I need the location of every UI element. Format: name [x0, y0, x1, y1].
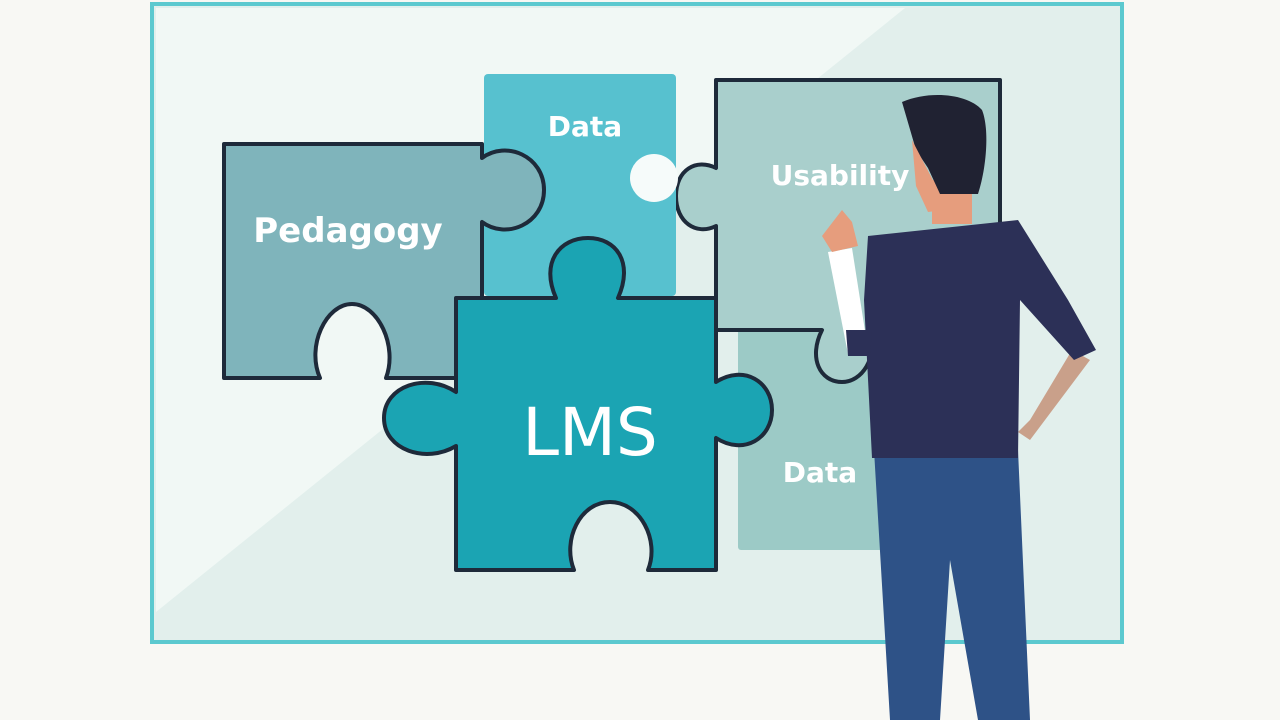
person-raised-arm: [828, 248, 868, 354]
person-shirt: [864, 220, 1096, 458]
person-forearm: [1018, 350, 1090, 440]
person-face: [912, 140, 944, 212]
piece-pedagogy-label: Pedagogy: [253, 211, 442, 251]
person-figure: [822, 95, 1096, 720]
person-hair: [902, 95, 987, 194]
person-sleeve: [846, 330, 872, 356]
piece-data-bottom-label: Data: [783, 456, 857, 489]
piece-usability-label: Usability: [771, 159, 910, 192]
piece-lms-label: LMS: [522, 394, 658, 471]
piece-lms: LMS: [382, 236, 774, 572]
piece-data-top-label: Data: [548, 110, 622, 143]
piece-data-top: Data: [484, 74, 678, 296]
person-pants: [874, 450, 1030, 720]
person-hand: [822, 210, 858, 252]
